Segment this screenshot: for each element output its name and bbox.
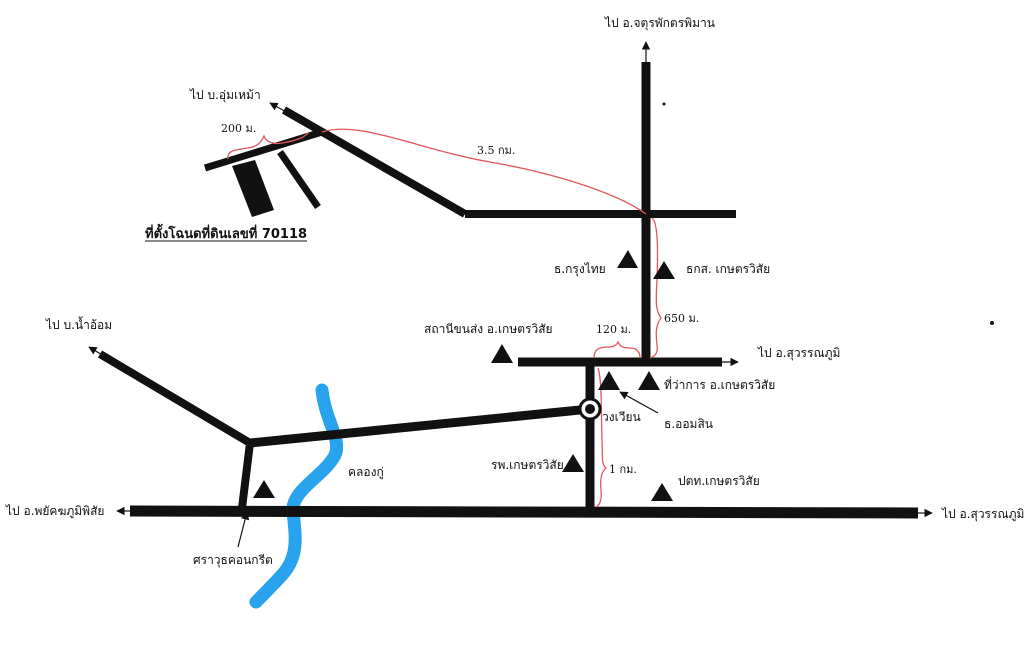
label-ptt: ปตท.เกษตรวิสัย bbox=[678, 474, 760, 488]
roundabout-icon bbox=[578, 397, 602, 421]
district-office-triangle-icon-b bbox=[638, 371, 660, 390]
distance-bracket-parcel bbox=[227, 131, 310, 160]
parcel-title: ที่ตั้งโฉนดที่ดินเลขที่ 70118 bbox=[145, 223, 307, 242]
gsb-pointer-arrow bbox=[619, 391, 659, 414]
distance-line-to-parcel bbox=[321, 128, 647, 215]
destination-east-upper: ไป อ.สุวรรณภูมิ bbox=[757, 346, 840, 361]
distance-bracket-office bbox=[593, 340, 641, 359]
road-roundabout-west bbox=[249, 404, 591, 448]
krungthai-triangle-icon bbox=[617, 250, 638, 268]
baac-triangle-icon bbox=[653, 261, 675, 279]
arrow-west-upper-icon bbox=[88, 346, 105, 357]
destination-northwest: ไป บ.อุ่มเหม้า bbox=[189, 88, 261, 103]
concrete-triangle-icon bbox=[253, 480, 275, 498]
label-hospital: รพ.เกษตรวิสัย bbox=[491, 458, 564, 472]
label-baac: ธกส. เกษตรวิสัย bbox=[686, 262, 770, 276]
distance-markers bbox=[227, 128, 662, 508]
road-network bbox=[97, 62, 919, 519]
distance-parcel-width: 200 ม. bbox=[221, 122, 256, 135]
hospital-triangle-icon bbox=[562, 454, 584, 472]
road-west-vertical bbox=[238, 442, 254, 509]
label-concrete: ศราวุธคอนกรีต bbox=[193, 553, 273, 568]
distance-bracket-north bbox=[649, 217, 662, 359]
road-diagonal-northwest bbox=[282, 106, 467, 218]
label-bus-station: สถานีขนส่ง อ.เกษตรวิสัย bbox=[424, 322, 553, 336]
district-office-triangle-icon-a bbox=[598, 371, 620, 390]
road-parcel-access bbox=[203, 128, 324, 172]
road-parcel-spur bbox=[277, 150, 321, 209]
destination-west: ไป อ.พยัคฆภูมิพิสัย bbox=[5, 504, 104, 519]
destination-east: ไป อ.สุวรรณภูมิ bbox=[941, 507, 1024, 522]
label-district-office: ที่ว่าการ อ.เกษตรวิสัย bbox=[664, 376, 775, 392]
arrow-northwest-icon bbox=[269, 102, 291, 115]
direction-arrows bbox=[88, 41, 933, 518]
ptt-triangle-icon bbox=[651, 483, 673, 501]
road-west-diagonal bbox=[97, 350, 253, 447]
distance-south-segment: 1 กม. bbox=[609, 463, 637, 476]
label-roundabout: วงเวียน bbox=[602, 410, 641, 424]
label-krungthai: ธ.กรุงไทย bbox=[554, 262, 606, 277]
scan-speck bbox=[990, 321, 994, 325]
distance-office-segment: 120 ม. bbox=[596, 323, 631, 336]
bus-station-triangle-icon bbox=[491, 344, 513, 363]
label-gsb: ธ.ออมสิน bbox=[664, 417, 713, 431]
concrete-pointer-arrow bbox=[237, 511, 250, 548]
destination-west-upper: ไป บ.น้ำอ้อม bbox=[45, 316, 112, 332]
destination-north: ไป อ.จตุรพักตรพิมาน bbox=[604, 16, 715, 31]
landmark-markers bbox=[253, 250, 675, 501]
label-canal: คลองกู่ bbox=[348, 465, 384, 480]
distance-north-segment: 650 ม. bbox=[664, 312, 699, 325]
road-main-east-west bbox=[129, 505, 919, 519]
land-parcel bbox=[232, 160, 274, 217]
distance-to-parcel: 3.5 กม. bbox=[477, 144, 515, 157]
scan-speck bbox=[662, 102, 666, 106]
